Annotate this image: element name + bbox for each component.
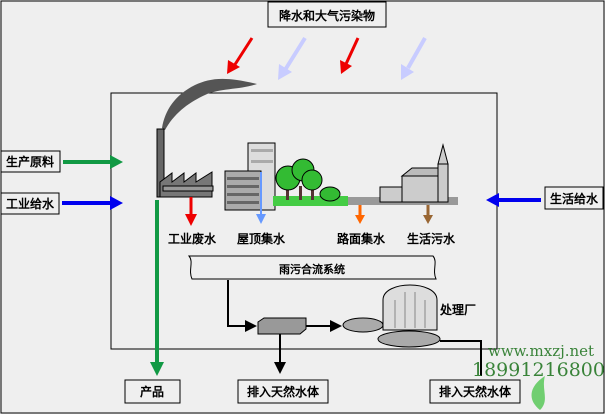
title-box <box>267 1 387 28</box>
houses-icon <box>379 143 449 203</box>
sewer-label: 雨污合流系统 <box>279 262 345 276</box>
watermark-site: www.mxzj.net <box>488 342 594 360</box>
factory-icon <box>156 78 257 198</box>
building-icon <box>224 142 276 211</box>
raw-material-label: 生产原料 <box>6 154 54 169</box>
splitter-box <box>257 317 307 335</box>
title: 降水和大气污染物 <box>279 8 375 23</box>
source-arrows <box>185 172 433 226</box>
rain-arrows <box>227 36 427 80</box>
watermark-logo: www.mxzj.net 18991216800 <box>472 342 605 410</box>
product-arrow <box>150 362 164 376</box>
discharge-label-2: 排入天然水体 <box>439 384 512 399</box>
industrial-water-arrow <box>110 196 123 210</box>
source-roof: 屋顶集水 <box>237 231 286 246</box>
source-road: 路面集水 <box>337 231 386 246</box>
domestic-water-box <box>544 186 604 210</box>
discharge-box-2 <box>429 379 521 404</box>
product-box <box>124 379 181 404</box>
domestic-water-label: 生活给水 <box>550 191 599 206</box>
raw-material-arrow <box>110 155 123 169</box>
discharge-label-1: 排入天然水体 <box>247 384 320 399</box>
city-boundary <box>110 92 498 350</box>
domestic-water-arrow <box>486 193 499 207</box>
source-domestic: 生活污水 <box>407 231 456 246</box>
industrial-water-box <box>0 192 60 215</box>
source-industrial: 工业废水 <box>168 231 217 246</box>
plant-label: 处理厂 <box>439 302 476 317</box>
treatment-plant-icon <box>342 284 441 348</box>
industrial-water-label: 工业给水 <box>6 196 55 211</box>
discharge-box-1 <box>237 379 329 404</box>
product-label: 产品 <box>140 384 164 399</box>
watermark-phone: 18991216800 <box>472 359 605 381</box>
trees-icon <box>273 158 348 206</box>
raw-material-box <box>0 150 61 173</box>
sewer-pipe <box>187 255 437 280</box>
